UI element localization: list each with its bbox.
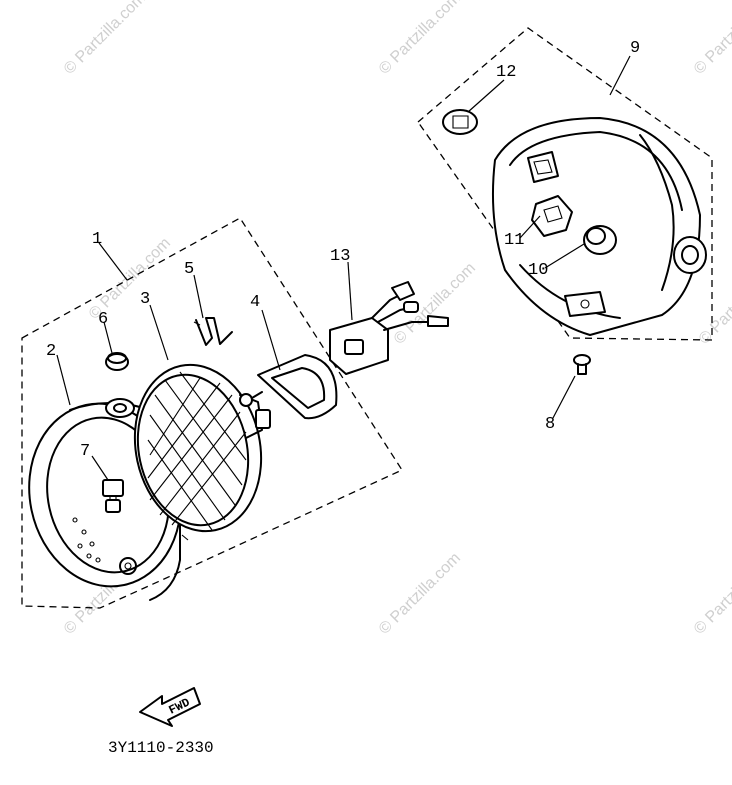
callout-13: 13: [330, 247, 350, 266]
leader-lines: [56, 55, 631, 481]
callout-9: 9: [630, 39, 640, 58]
body-grommet-lower: [583, 225, 617, 255]
callout-8-right: 8: [545, 415, 555, 434]
headlight-socket-harness: [329, 281, 449, 375]
sealed-beam-unit: [133, 363, 271, 533]
callout-5: 5: [184, 260, 194, 279]
body-grommet-upper: [527, 151, 573, 237]
callout-4: 4: [250, 293, 260, 312]
watermark: © Partzilla.com: [61, 0, 149, 78]
callout-3: 3: [140, 290, 150, 309]
callout-10: 10: [528, 261, 548, 280]
watermark: © Partzilla.com: [696, 260, 732, 348]
spring-clip: [193, 317, 233, 346]
watermark: © Partzilla.com: [691, 0, 732, 78]
forward-direction-arrow: FWD: [139, 687, 201, 727]
callout-2: 2: [46, 342, 56, 361]
callout-11: 11: [504, 231, 524, 250]
watermark: © Partzilla.com: [376, 550, 464, 638]
rim-adjust-bracket: [102, 479, 124, 513]
part-code: 3Y1110-2330: [108, 739, 214, 757]
callout-1: 1: [92, 230, 102, 249]
bulb-dust-cover: [239, 354, 338, 420]
rim-nut: [105, 352, 129, 371]
callout-12: 12: [496, 63, 516, 82]
callout-7: 7: [80, 442, 90, 461]
watermark: © Partzilla.com: [376, 0, 464, 78]
watermark: © Partzilla.com: [691, 550, 732, 638]
body-cap: [442, 109, 478, 135]
body-screw: [573, 354, 591, 375]
callout-labels: 1 2 3 5 4 6 7 13 8 9 12 11 10: [46, 39, 640, 461]
callout-6: 6: [98, 310, 108, 329]
